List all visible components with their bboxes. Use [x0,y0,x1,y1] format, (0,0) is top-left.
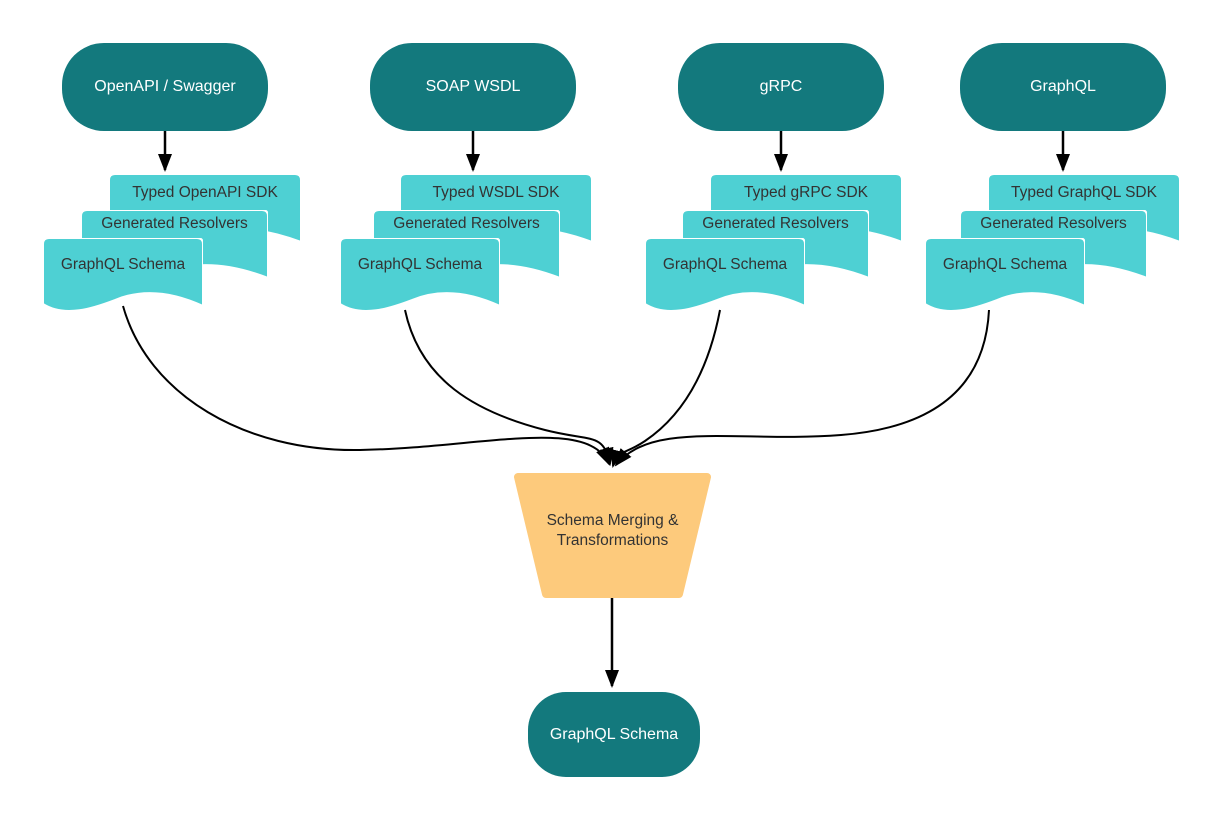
document-label: Generated Resolvers [101,215,248,232]
document-label: Generated Resolvers [393,215,540,232]
document-shape [645,238,805,312]
document-shape [43,238,203,312]
curve-stack4-to-merge [614,309,990,467]
curve-stack1-to-merge [122,305,610,466]
document-label: Generated Resolvers [702,215,849,232]
source-node-label: OpenAPI / Swagger [94,78,236,95]
source-node-soap-wsdl: SOAP WSDL [370,43,576,131]
document-label: GraphQL Schema [357,256,483,273]
source-node-graphql: GraphQL [960,43,1166,131]
merge-node [514,473,711,598]
document-shape [340,238,500,312]
source-node-label: SOAP WSDL [425,78,521,95]
source-node-label: GraphQL [1030,78,1096,95]
document-shape [925,238,1085,312]
merge-node-label: Schema Merging & Transformations [546,512,679,549]
document-label: GraphQL Schema [942,256,1068,273]
document-graphql-schema: GraphQL Schema [645,238,805,320]
document-label: GraphQL Schema [662,256,788,273]
merge-node-shape [514,473,711,598]
document-graphql-schema: GraphQL Schema [43,238,203,320]
output-node-label: GraphQL Schema [549,725,679,743]
document-label: Typed GraphQL SDK [1011,184,1157,201]
document-label: Generated Resolvers [980,215,1127,232]
document-label: Typed OpenAPI SDK [132,184,278,201]
document-graphql-schema: GraphQL Schema [340,238,500,320]
curve-stack2-to-merge [404,309,614,466]
document-label: Typed WSDL SDK [432,184,560,201]
source-node-grpc: gRPC [678,43,884,131]
curve-stack3-to-merge [610,309,721,468]
source-node-label: gRPC [759,78,803,95]
source-node-openapi-swagger: OpenAPI / Swagger [62,43,268,131]
output-node-graphql-schema: GraphQL Schema [528,692,700,777]
document-label: Typed gRPC SDK [743,184,869,201]
document-label: GraphQL Schema [60,256,186,273]
document-graphql-schema: GraphQL Schema [925,238,1085,320]
